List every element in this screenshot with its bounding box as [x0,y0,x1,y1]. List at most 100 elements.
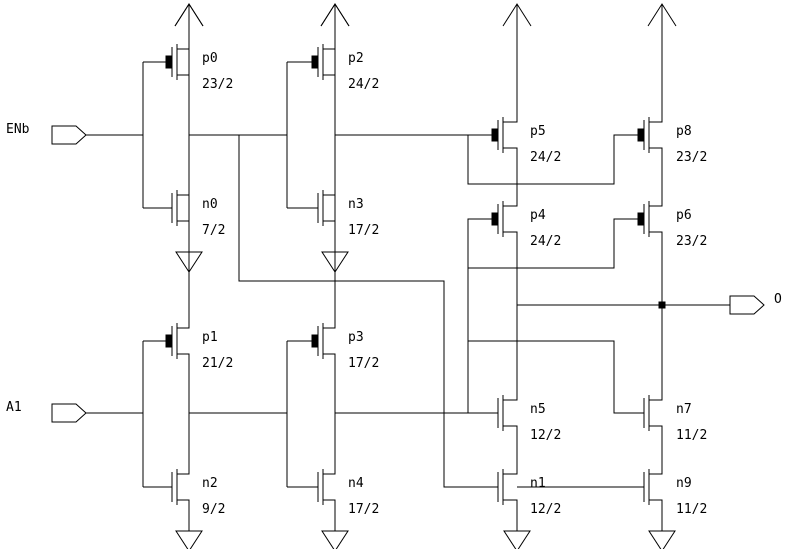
label-n5: n5 12/2 [530,402,561,443]
transistor-name: n1 [530,476,546,491]
source-lead [503,425,518,443]
transistor-p6 [637,189,663,249]
transistor-size: 12/2 [530,502,561,517]
source-lead [177,220,190,238]
source-lead [649,147,663,165]
input-port-enb: ENb [6,122,87,145]
transistor-name: p1 [202,330,218,345]
transistor-p2 [287,32,336,92]
ground-icon [175,530,203,549]
transistor-n1 [497,457,518,517]
transistor-n2 [143,457,190,517]
drain-lead [177,311,190,329]
pmos-bubble-icon [311,334,319,348]
drain-lead [177,457,190,475]
transistor-name: n9 [676,476,692,491]
devices [143,32,663,517]
source-lead [503,147,518,165]
source-lead [177,499,190,517]
drain-lead [649,457,663,475]
drain-lead [503,457,518,475]
wire [467,218,498,413]
transistor-size: 21/2 [202,356,233,371]
wire [467,134,644,185]
pmos-bubble-icon [491,128,499,142]
transistor-size: 9/2 [202,502,225,517]
transistor-p0 [143,32,190,92]
transistor-name: n2 [202,476,218,491]
input-label: A1 [6,400,22,415]
drain-lead [177,178,190,196]
source-lead [177,353,190,371]
source-lead [323,353,336,371]
transistor-size: 11/2 [676,428,707,443]
drain-lead [649,105,663,123]
drain-lead [323,178,336,196]
drain-lead [649,189,663,207]
source-lead [177,74,190,92]
transistor-name: n3 [348,197,364,212]
wire [238,135,498,488]
source-lead [649,231,663,249]
transistor-name: p0 [202,51,218,66]
drain-lead [323,32,336,50]
transistor-size: 23/2 [676,234,707,249]
ground-icon [503,530,531,549]
label-p0: p0 23/2 [202,51,233,92]
input-port-a1: A1 [6,400,87,423]
drain-lead [503,383,518,401]
transistor-name: p8 [676,124,692,139]
source-lead [649,425,663,443]
vdd-arrow-icon [320,3,350,27]
transistor-p8 [637,105,663,165]
input-pin-icon [51,403,87,423]
labels: p023/2n07/2p224/2n317/2p121/2n29/2p317/2… [202,51,707,517]
source-lead [649,499,663,517]
pmos-bubble-icon [637,128,645,142]
source-lead [323,499,336,517]
transistor-p4 [491,189,518,249]
transistor-size: 23/2 [202,77,233,92]
transistor-size: 24/2 [530,150,561,165]
transistor-name: n7 [676,402,692,417]
output-label: O [774,292,782,307]
source-lead [503,231,518,249]
transistor-size: 23/2 [676,150,707,165]
input-label: ENb [6,122,30,137]
transistor-size: 24/2 [348,77,379,92]
transistor-name: p6 [676,208,692,223]
transistor-name: p5 [530,124,546,139]
label-p1: p1 21/2 [202,330,233,371]
transistor-size: 17/2 [348,502,379,517]
pmos-bubble-icon [165,55,173,69]
transistor-size: 17/2 [348,356,379,371]
output-port-o: O [729,292,782,315]
transistor-p3 [287,311,336,371]
transistor-size: 12/2 [530,428,561,443]
drain-lead [323,311,336,329]
transistor-name: n5 [530,402,546,417]
transistor-n3 [287,178,336,238]
transistor-size: 24/2 [530,234,561,249]
drain-lead [503,105,518,123]
junction-dot [658,301,666,309]
pmos-bubble-icon [637,212,645,226]
vdd-arrow-icon [647,3,677,27]
wire [468,218,644,269]
transistor-name: n0 [202,197,218,212]
wire [468,340,644,414]
vdd-arrow-icon [502,3,532,27]
pmos-bubble-icon [491,212,499,226]
transistor-p5 [491,105,518,165]
drain-lead [503,189,518,207]
transistor-p1 [143,311,190,371]
source-lead [323,220,336,238]
label-n1: n1 12/2 [530,476,561,517]
transistor-n0 [143,178,190,238]
vdd-arrow-icon [174,3,204,27]
